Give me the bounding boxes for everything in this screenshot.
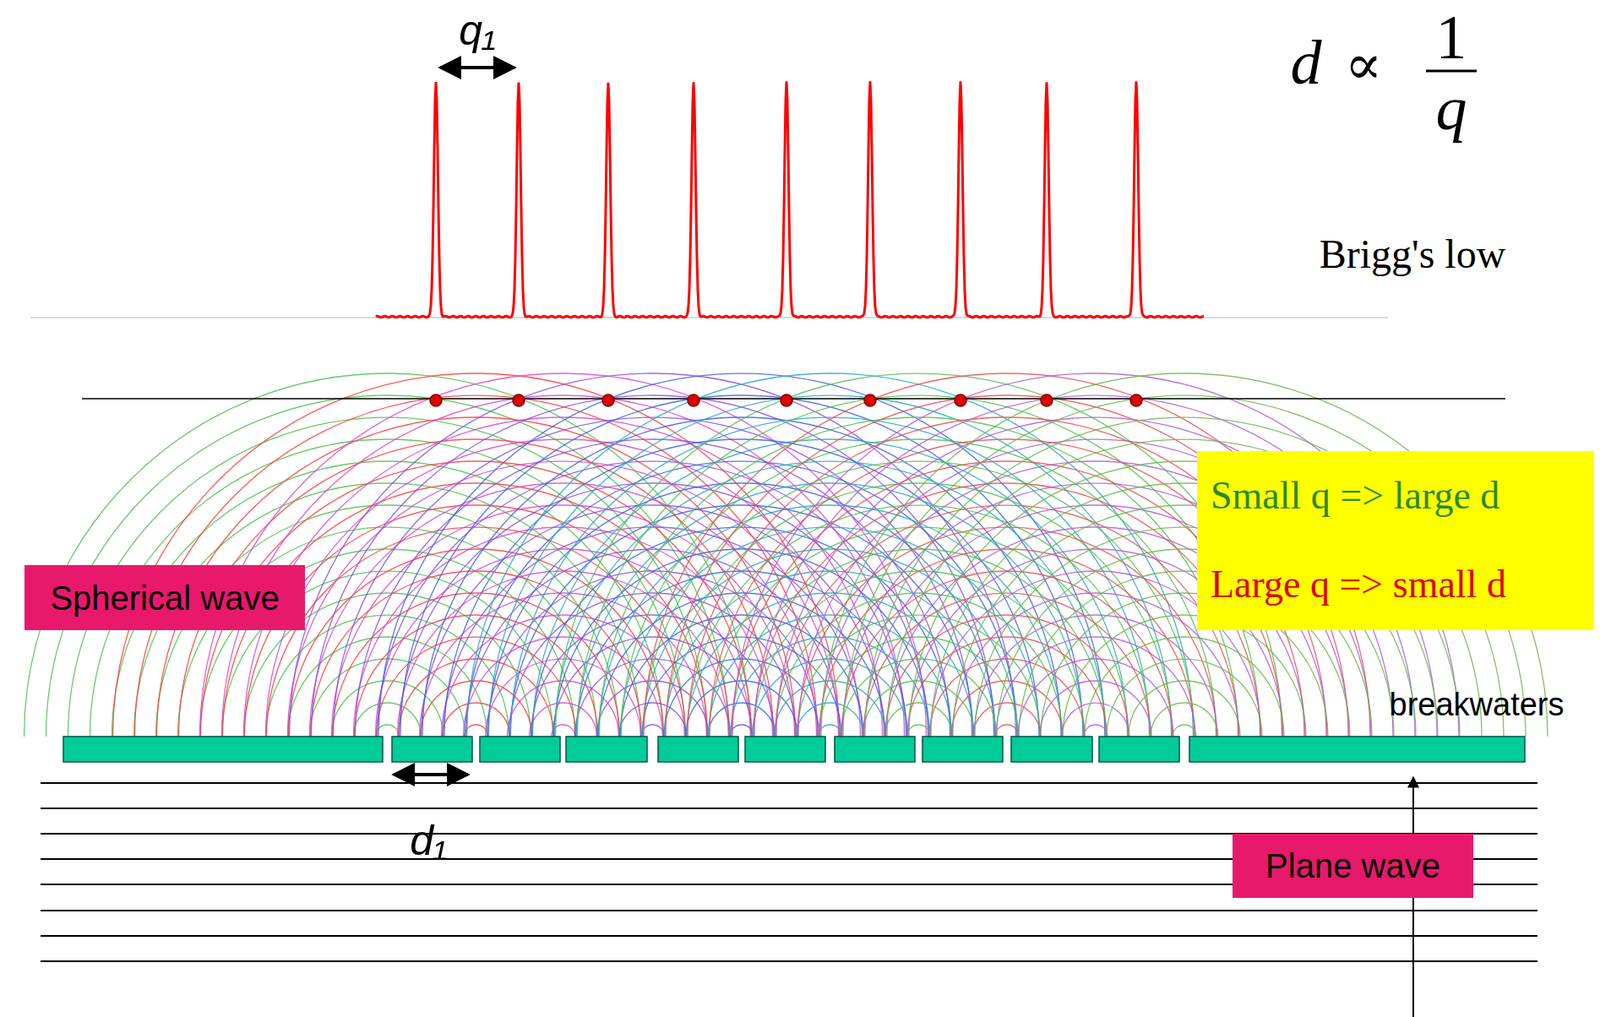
diffraction-peaks xyxy=(375,81,1204,318)
intensity-dot xyxy=(954,394,967,407)
wavefront-arc xyxy=(529,702,598,737)
intensity-dot xyxy=(780,394,793,407)
wavefront-arc xyxy=(995,724,1019,737)
wavefront-arc xyxy=(442,702,511,737)
intensity-dot xyxy=(1040,394,1053,407)
intensity-dot xyxy=(429,394,442,407)
wavefront-arc xyxy=(576,483,1084,737)
wavefront-arc xyxy=(1150,702,1219,737)
note-box: Small q => large d Large q => small d xyxy=(1197,451,1595,631)
plane-wavefront xyxy=(40,935,1538,937)
wavefront-arc xyxy=(200,373,927,737)
breakwater-block xyxy=(1189,736,1525,762)
label-box: Spherical wave xyxy=(24,565,305,631)
plane-wavefronts xyxy=(40,783,1538,962)
wavefront-arc xyxy=(885,702,953,737)
wavefront-arc xyxy=(1084,636,1285,737)
box-text: Large q => small d xyxy=(1210,562,1507,608)
box-text: Spherical wave xyxy=(49,578,279,618)
wavefront-arc xyxy=(729,724,754,737)
dimension-label: d₁ xyxy=(409,816,447,866)
wavefront-arc xyxy=(288,461,839,737)
wavefront-arc xyxy=(507,680,620,737)
wavefront-arc xyxy=(399,483,907,737)
breakwater-block xyxy=(479,736,561,762)
box-text: Plane wave xyxy=(1265,846,1441,886)
wavefront-arc xyxy=(707,702,776,737)
plane-wavefront xyxy=(40,909,1538,912)
plane-wavefront xyxy=(40,782,1538,784)
wavefront-arc xyxy=(1172,724,1197,737)
wavefront-arc xyxy=(1106,658,1263,737)
breakwater-block xyxy=(745,736,826,762)
part-label: breakwaters xyxy=(1389,686,1565,724)
formula-symbol: q xyxy=(1436,72,1468,145)
wavefront-arc xyxy=(796,702,865,737)
intensity-dots xyxy=(429,394,1143,407)
wavefront-arc xyxy=(464,724,489,737)
wavefront-arc xyxy=(266,614,510,737)
wavefront-arc xyxy=(1062,614,1307,737)
formula-symbol: d xyxy=(1290,27,1323,99)
formula-symbol: ∝ xyxy=(1344,32,1383,98)
wavefront-arc xyxy=(222,395,905,737)
breakwater-block xyxy=(391,736,473,762)
intensity-dot xyxy=(687,394,700,407)
breakwater-block xyxy=(63,736,383,762)
formula-symbol: 1 xyxy=(1436,1,1468,74)
intensity-dot xyxy=(512,394,525,407)
wavefront-arc xyxy=(951,680,1063,737)
wavefront-arc xyxy=(843,395,1526,737)
wavefront-arc xyxy=(753,483,1261,737)
wavefront-arc xyxy=(1061,702,1130,737)
intensity-dot xyxy=(602,394,615,407)
wavefront-arc xyxy=(555,461,1106,737)
wavefront-arc xyxy=(353,702,422,737)
d1-dimension xyxy=(393,772,469,777)
breakwater-block xyxy=(1099,736,1180,762)
breakwaters xyxy=(63,736,1525,762)
detector-line xyxy=(81,397,1506,400)
wavefront-arc xyxy=(643,461,1195,737)
wavefront-arc xyxy=(1039,680,1152,737)
breakwater-block xyxy=(658,736,739,762)
dimension-label: q₁ xyxy=(458,5,496,55)
wavefront-arc xyxy=(310,483,817,737)
intensity-dot xyxy=(864,394,877,407)
wavefront-arc xyxy=(974,614,1218,737)
wavefront-arc xyxy=(489,395,1172,737)
q1-dimension xyxy=(440,65,515,70)
breakwater-block xyxy=(834,736,915,762)
plane-wavefront xyxy=(40,807,1538,810)
breakwater-block xyxy=(922,736,1003,762)
wavefront-arc xyxy=(952,593,1240,737)
wavefront-arc xyxy=(24,373,752,737)
wavefront-arc xyxy=(973,702,1041,737)
intensity-dot xyxy=(1130,394,1143,407)
wavefront-arc xyxy=(907,724,931,737)
law-name: Brigg's low xyxy=(1319,230,1507,278)
wavefront-arc xyxy=(1083,724,1108,737)
breakwater-block xyxy=(1011,736,1093,762)
wavefront-arc xyxy=(665,483,1173,737)
box-text: Small q => large d xyxy=(1210,473,1500,519)
wavefront-arc xyxy=(1128,680,1241,737)
label-box: Plane wave xyxy=(1232,833,1474,898)
wavefront-arc xyxy=(400,395,1083,737)
plane-wavefront xyxy=(40,960,1538,963)
breakwater-block xyxy=(565,736,648,762)
wavefront-arc xyxy=(619,702,687,737)
wavefront-arc xyxy=(577,395,1261,737)
